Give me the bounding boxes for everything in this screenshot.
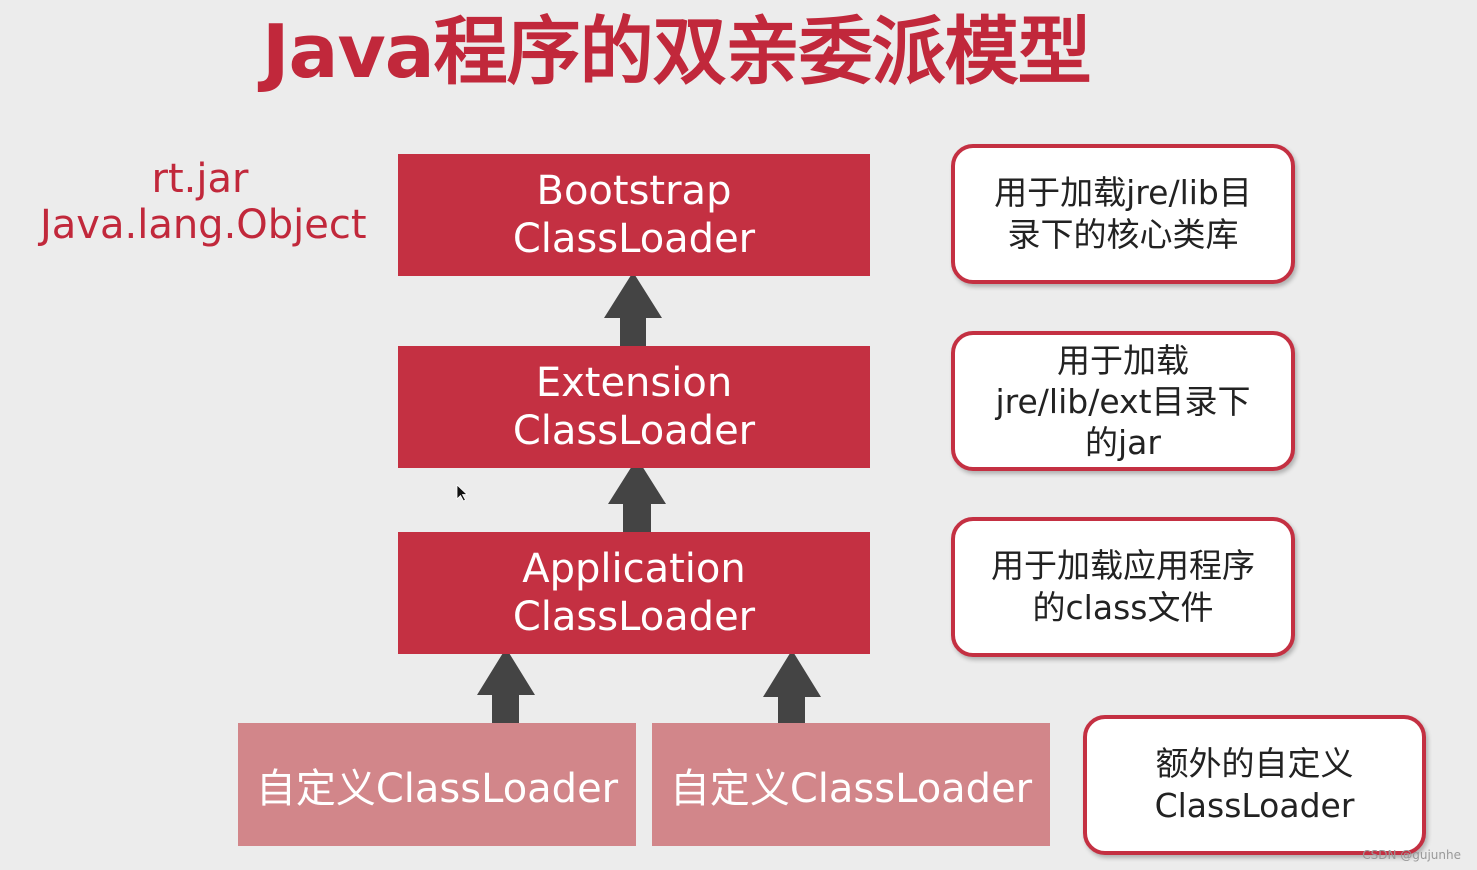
- bootstrap-desc-line-1: 用于加载jre/lib目: [994, 173, 1252, 212]
- extension-line-1: Extension: [535, 360, 733, 406]
- bootstrap-description-box: 用于加载jre/lib目 录下的核心类库: [951, 144, 1295, 284]
- application-line-1: Application: [522, 546, 746, 592]
- watermark: CSDN @gujunhe: [1362, 848, 1461, 862]
- arrow-extension-to-bootstrap: [604, 272, 662, 346]
- side-note-line-2: Java.lang.Object: [40, 202, 367, 248]
- custom-description-box: 额外的自定义 ClassLoader: [1083, 715, 1426, 855]
- custom-classloader-box-2: 自定义ClassLoader: [652, 723, 1050, 846]
- custom-desc-line-1: 额外的自定义: [1155, 744, 1354, 783]
- application-desc-line-2: 的class文件: [1032, 588, 1214, 627]
- extension-classloader-box: Extension ClassLoader: [398, 346, 870, 468]
- custom-desc-line-2: ClassLoader: [1154, 786, 1355, 825]
- bootstrap-line-1: Bootstrap: [536, 168, 732, 214]
- bootstrap-desc-line-2: 录下的核心类库: [1007, 215, 1239, 254]
- extension-desc-line-2: jre/lib/ext目录下: [995, 381, 1251, 421]
- extension-desc-line-3: 的jar: [1085, 422, 1161, 462]
- arrow-custom2-to-application: [763, 650, 821, 726]
- mouse-cursor-icon: [456, 484, 469, 502]
- bootstrap-line-2: ClassLoader: [512, 216, 756, 262]
- application-desc-line-1: 用于加载应用程序: [991, 546, 1255, 585]
- arrow-custom1-to-application: [477, 648, 535, 723]
- extension-desc-line-1: 用于加载: [1057, 340, 1189, 380]
- custom-classloader-box-1: 自定义ClassLoader: [238, 723, 636, 846]
- extension-line-2: ClassLoader: [512, 408, 756, 454]
- application-classloader-box: Application ClassLoader: [398, 532, 870, 654]
- arrow-application-to-extension: [608, 458, 666, 532]
- application-line-2: ClassLoader: [512, 594, 756, 640]
- page-title: Java程序的双亲委派模型: [262, 9, 1092, 95]
- bootstrap-side-note: rt.jar Java.lang.Object: [40, 156, 367, 248]
- side-note-line-1: rt.jar: [151, 156, 249, 202]
- application-description-box: 用于加载应用程序 的class文件: [951, 517, 1295, 657]
- bootstrap-classloader-box: Bootstrap ClassLoader: [398, 154, 870, 276]
- extension-description-box: 用于加载 jre/lib/ext目录下 的jar: [951, 331, 1295, 471]
